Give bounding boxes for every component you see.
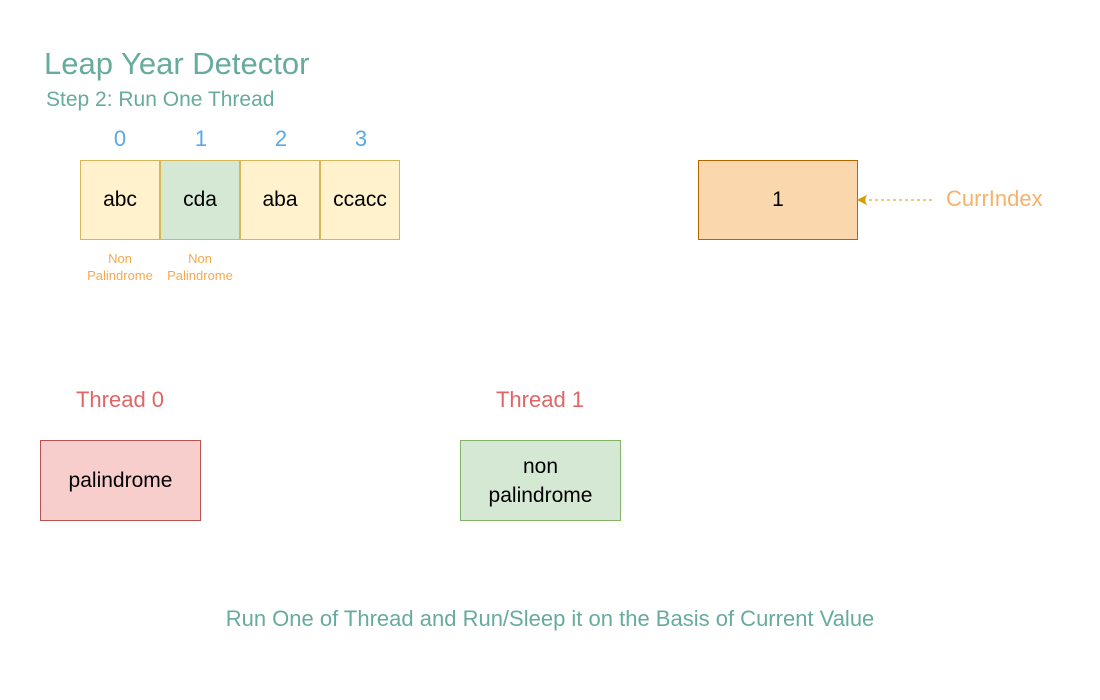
curr-index-arrow	[856, 194, 935, 206]
thread-0-label: Thread 0	[75, 387, 165, 412]
array-cell-1: cda	[160, 160, 240, 240]
array-index-1: 1	[194, 126, 208, 151]
array-index-0: 0	[113, 126, 127, 151]
cell-note-0: Non Palindrome	[87, 251, 153, 283]
curr-index-arrow-head	[856, 194, 868, 206]
curr-index-box: 1	[698, 160, 858, 240]
thread-1-label: Thread 1	[495, 387, 585, 412]
curr-index-label: CurrIndex	[946, 186, 1043, 211]
array-cell-2: aba	[240, 160, 320, 240]
thread-0-box: palindrome	[40, 440, 201, 521]
diagram-title: Leap Year Detector	[44, 46, 310, 81]
cell-note-1: Non Palindrome	[167, 251, 233, 283]
array-cell-3: ccacc	[320, 160, 400, 240]
diagram-subtitle: Step 2: Run One Thread	[46, 88, 275, 111]
footer-caption: Run One of Thread and Run/Sleep it on th…	[225, 606, 875, 631]
array-index-3: 3	[354, 126, 368, 151]
thread-1-box-text: non palindrome	[488, 454, 593, 507]
array-index-2: 2	[274, 126, 288, 151]
thread-1-box: non palindrome	[460, 440, 621, 521]
array-cell-0: abc	[80, 160, 160, 240]
thread-0-box-text: palindrome	[68, 469, 173, 492]
